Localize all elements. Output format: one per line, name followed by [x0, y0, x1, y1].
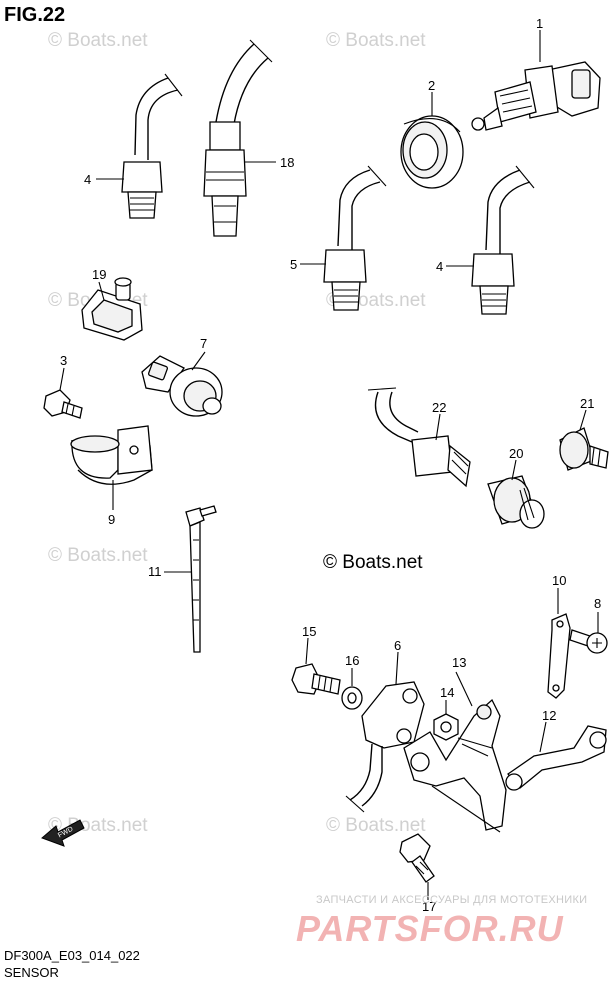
part-14-nut[interactable] [433, 713, 459, 741]
part-20-plug[interactable] [487, 475, 545, 529]
callout-12: 12 [542, 708, 556, 723]
part-4-sensor-a[interactable] [121, 73, 183, 219]
branding-tagline: ЗАПЧАСТИ И АКСЕССУАРЫ ДЛЯ МОТОТЕХНИКИ [316, 894, 588, 906]
callout-6: 6 [394, 638, 401, 653]
part-6-sensor[interactable] [345, 681, 425, 813]
callout-13: 13 [452, 655, 466, 670]
part-19-clip[interactable] [81, 277, 143, 341]
callout-15: 15 [302, 624, 316, 639]
callout-2: 2 [428, 78, 435, 93]
part-22-sensor[interactable] [367, 387, 471, 488]
callout-4b: 4 [436, 259, 443, 274]
part-18-sensor[interactable] [203, 39, 273, 237]
part-13-lever[interactable] [403, 698, 507, 833]
watermark: © Boats.net [48, 545, 148, 566]
callout-8: 8 [594, 596, 601, 611]
figure-title: FIG.22 [4, 4, 66, 26]
part-11-cable-tie[interactable] [185, 505, 217, 653]
part-4-sensor-b[interactable] [471, 165, 535, 315]
callout-14: 14 [440, 685, 454, 700]
callout-19: 19 [92, 267, 106, 282]
callout-20: 20 [509, 446, 523, 461]
part-5-sensor[interactable] [323, 165, 387, 311]
fwd-arrow-icon: FWD [41, 819, 85, 847]
figure-name: SENSOR [4, 965, 59, 980]
part-17-bolt[interactable] [399, 833, 435, 883]
part-12-link[interactable] [505, 725, 607, 791]
callout-5: 5 [290, 257, 297, 272]
part-16-washer[interactable] [341, 686, 363, 710]
callout-4a: 4 [84, 172, 91, 187]
callout-11: 11 [148, 564, 162, 579]
part-21-sensor[interactable] [559, 427, 609, 471]
figure-code: DF300A_E03_014_022 [4, 948, 140, 963]
callout-18: 18 [280, 155, 294, 170]
part-10-bracket[interactable] [547, 613, 571, 699]
part-15-bolt[interactable] [291, 663, 341, 695]
callout-17: 17 [422, 899, 436, 914]
part-2-grommet[interactable] [400, 115, 464, 189]
part-1-sensor[interactable] [471, 61, 601, 131]
part-7-switch[interactable] [141, 355, 223, 417]
watermark: © Boats.net [326, 815, 426, 836]
callout-1: 1 [536, 16, 543, 31]
part-9-clamp[interactable] [70, 425, 153, 485]
center-watermark: © Boats.net [323, 552, 423, 573]
callout-10: 10 [552, 573, 566, 588]
callout-21: 21 [580, 396, 594, 411]
callout-16: 16 [345, 653, 359, 668]
part-3-bolt[interactable] [43, 389, 83, 419]
branding-site[interactable]: PARTSFOR.RU [296, 908, 564, 949]
watermark: © Boats.net [48, 30, 148, 51]
callout-3: 3 [60, 353, 67, 368]
part-8-screw[interactable] [569, 629, 608, 654]
callout-9: 9 [108, 512, 115, 527]
callout-22: 22 [432, 400, 446, 415]
watermark: © Boats.net [326, 30, 426, 51]
callout-7: 7 [200, 336, 207, 351]
